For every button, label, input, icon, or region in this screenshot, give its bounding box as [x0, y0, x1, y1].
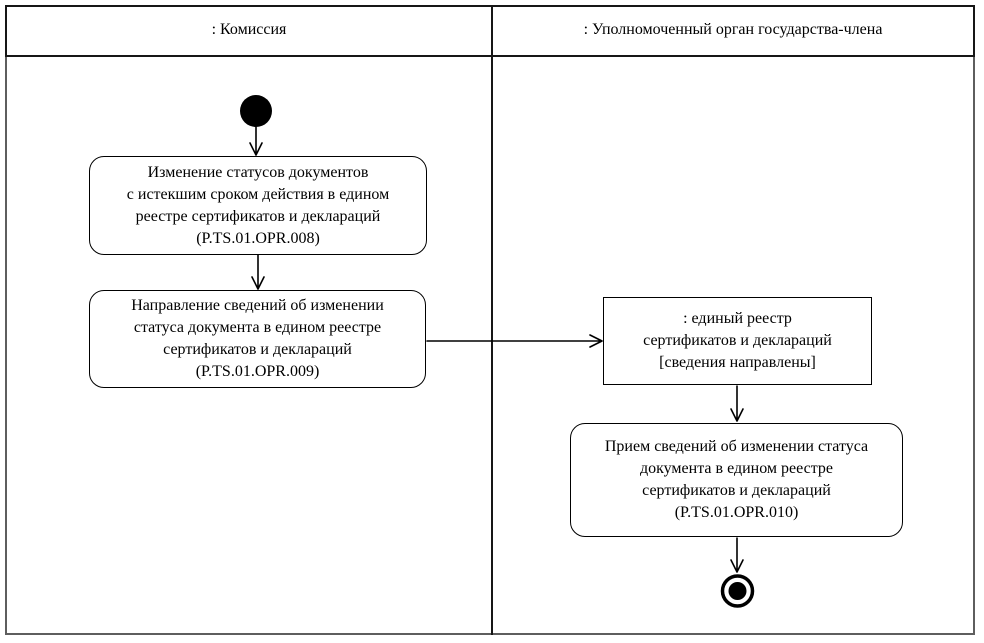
activity-box-send-info: Направление сведений об изменении статус… [89, 290, 426, 388]
lane-header-upolnomochennyi-organ: : Уполномоченный орган государства-члена [583, 21, 883, 38]
object-node-registry: : единый реестр сертификатов и деклараци… [603, 297, 872, 385]
lane-header-row [5, 5, 975, 57]
lane-divider [491, 5, 493, 635]
lane-header-komissiya: : Комиссия [211, 21, 287, 38]
activity-box-change-status: Изменение статусов документов с истекшим… [89, 156, 427, 255]
activity-box-receive-info: Прием сведений об изменении статуса доку… [570, 423, 903, 537]
